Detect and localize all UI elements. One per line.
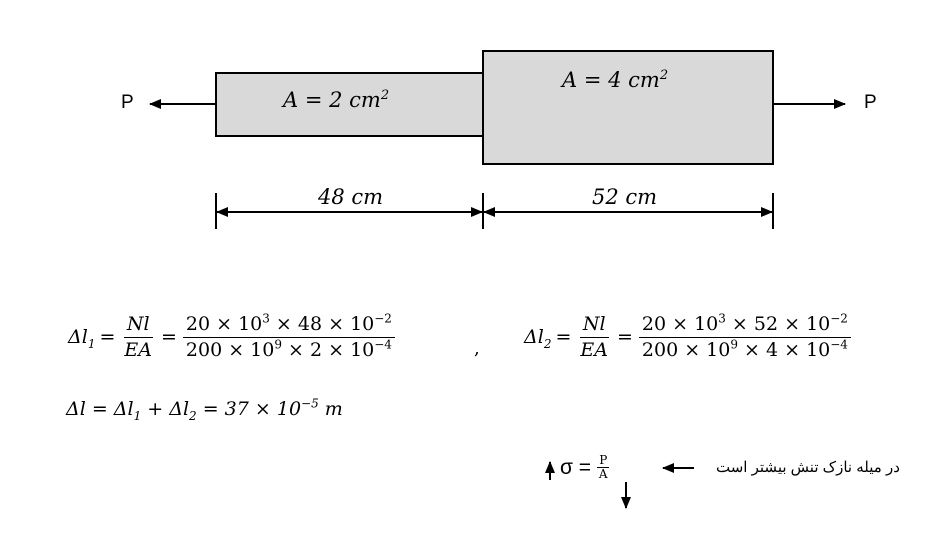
- eq1-fraction-nl-ea: Nl EA: [123, 313, 153, 361]
- eq1-equals: =: [99, 326, 116, 349]
- eq2-equals: =: [555, 326, 572, 349]
- large-bar: [482, 50, 774, 165]
- area-label-small: A = 2 cm2: [283, 88, 390, 112]
- length-label-large: 52 cm: [592, 185, 658, 209]
- equation-separator: ,: [474, 338, 480, 359]
- length-label-small: 48 cm: [318, 185, 384, 209]
- stress-equals: =: [572, 455, 597, 479]
- eq2-fraction-values: 20 × 103 × 52 × 10−2 200 × 109 × 4 × 10−…: [638, 313, 851, 361]
- eq2-fraction-nl-ea: Nl EA: [579, 313, 609, 361]
- stress-fraction: P A: [597, 453, 610, 482]
- eq2-equals-2: =: [616, 326, 633, 349]
- stress-expression: σ = P A: [560, 453, 610, 482]
- sigma-symbol: σ: [560, 455, 573, 479]
- small-bar: [215, 72, 484, 137]
- force-label-right: P: [864, 92, 877, 113]
- force-label-left: P: [121, 92, 134, 113]
- area-label-large: A = 4 cm2: [562, 68, 669, 92]
- equation-delta-l1: Δl1 = Nl EA = 20 × 103 × 48 × 10−2 200 ×…: [66, 313, 399, 361]
- equation-total-elongation: Δl = Δl1 + Δl2 = 37 × 10−5 m: [66, 396, 343, 423]
- thin-bar-stress-note: در میله نازک تنش بیشتر است: [716, 459, 900, 476]
- eq1-equals-2: =: [160, 326, 177, 349]
- eq1-fraction-values: 20 × 103 × 48 × 10−2 200 × 109 × 2 × 10−…: [182, 313, 395, 361]
- eq1-lhs: Δl1: [68, 326, 96, 352]
- eq2-lhs: Δl2: [524, 326, 552, 352]
- equation-delta-l2: Δl2 = Nl EA = 20 × 103 × 52 × 10−2 200 ×…: [522, 313, 855, 361]
